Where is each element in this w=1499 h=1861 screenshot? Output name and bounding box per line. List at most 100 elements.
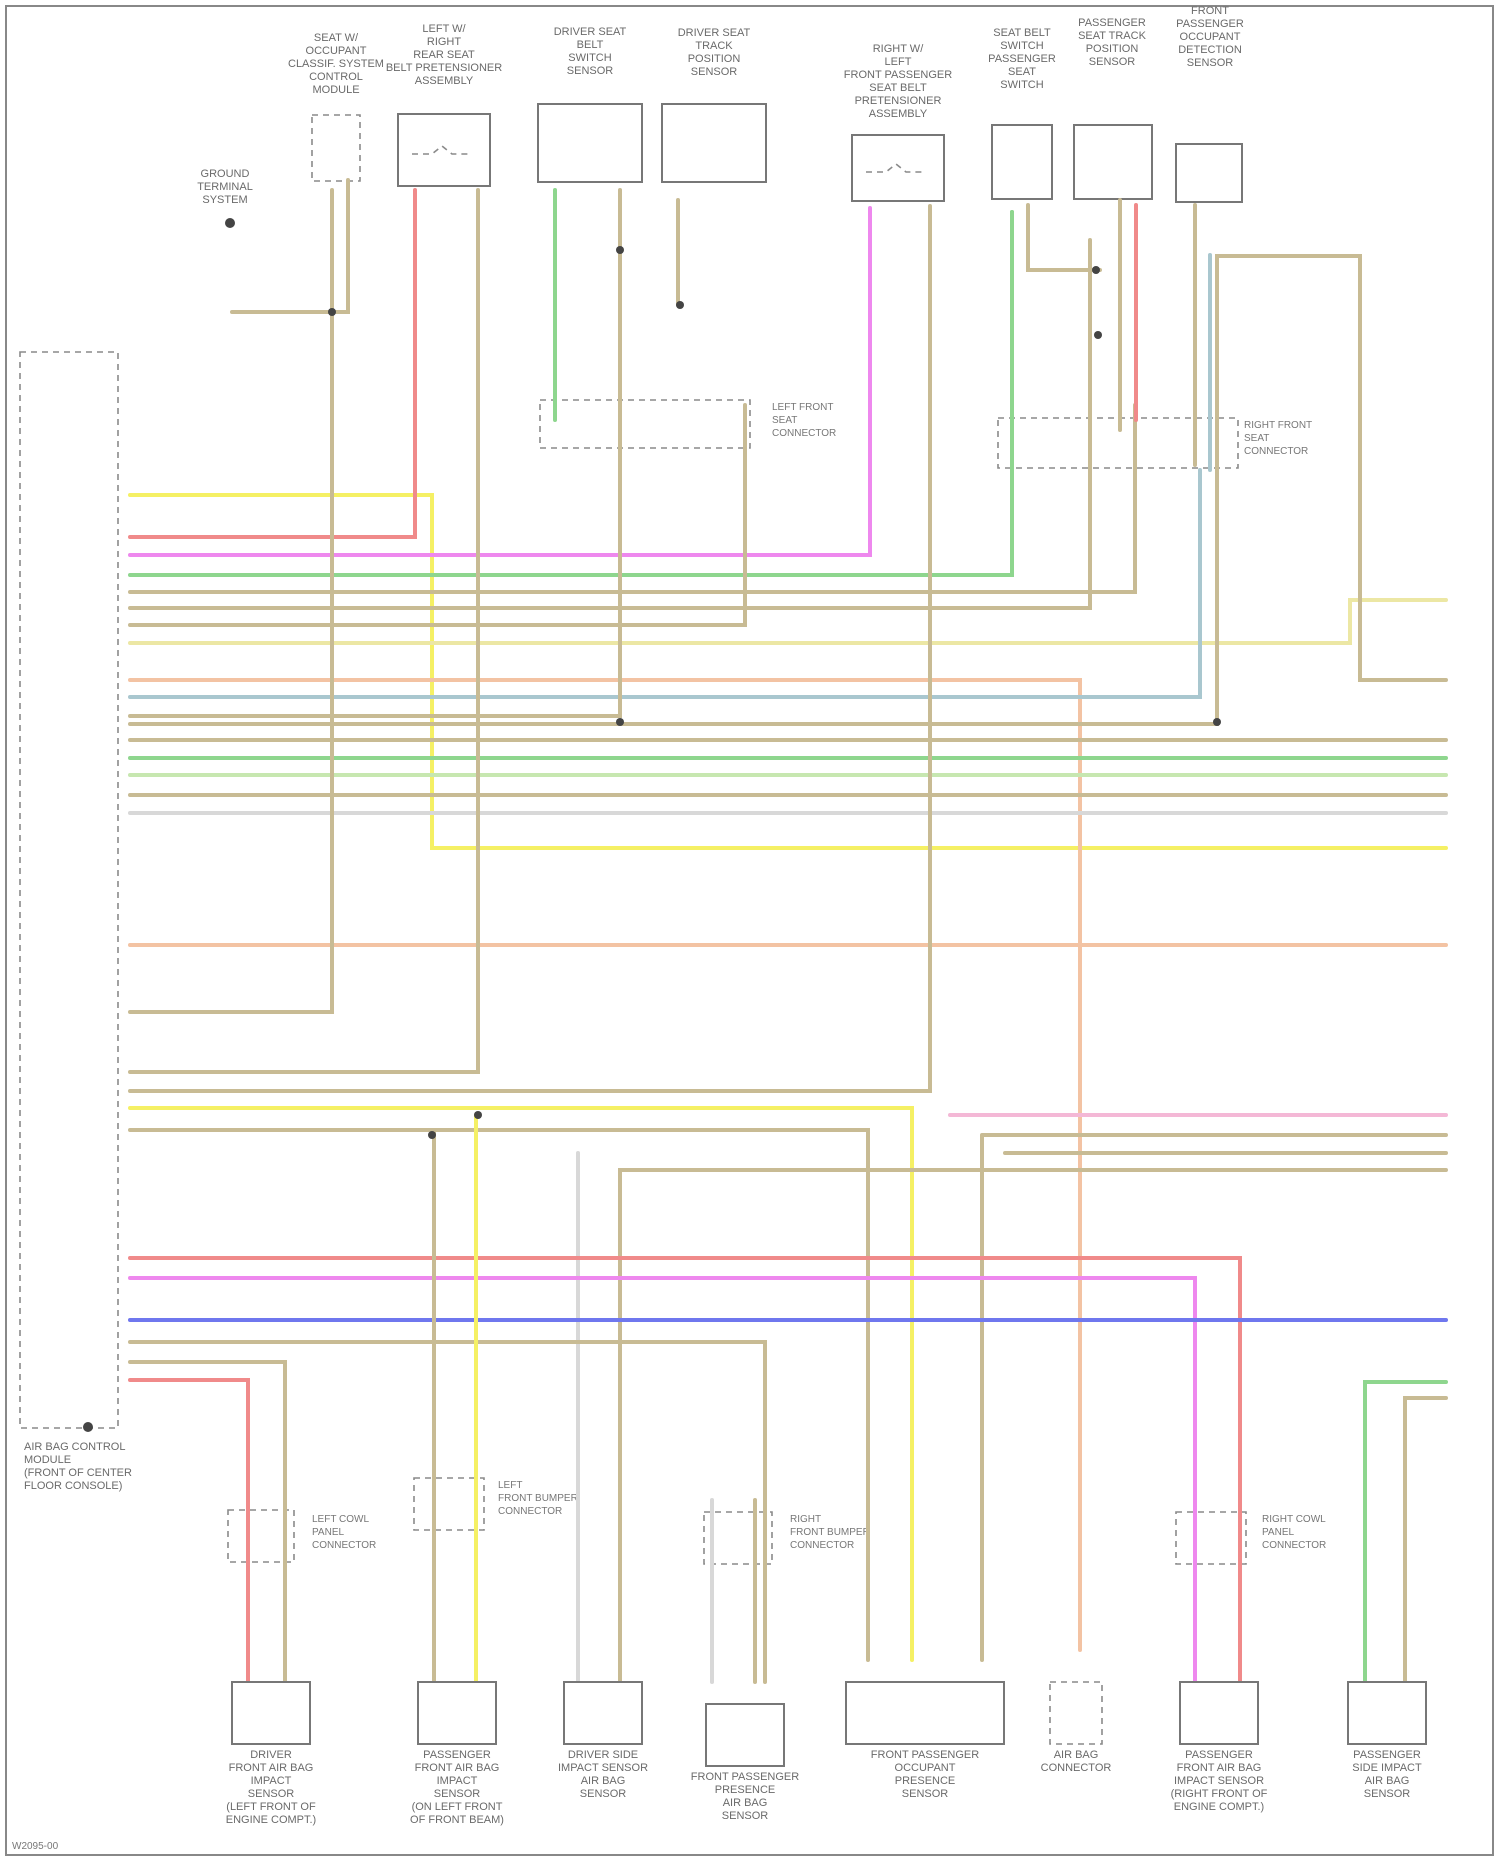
label-line: PANEL [1262, 1527, 1294, 1538]
label-line: (ON LEFT FRONT [412, 1801, 503, 1813]
label-line: SEAT BELT [993, 27, 1051, 39]
component-conn: AIR BAGCONNECTOR [1041, 1682, 1112, 1774]
label-line: POSITION [1086, 43, 1139, 55]
label-line: ASSEMBLY [869, 108, 928, 120]
label-line: ENGINE COMPT.) [1174, 1801, 1264, 1813]
wire-tan-10 [130, 190, 620, 716]
label-line: RIGHT [427, 36, 462, 48]
label-line: OF FRONT BEAM) [410, 1814, 504, 1826]
component-label: FRONTPASSENGEROCCUPANTDETECTIONSENSOR [1176, 5, 1244, 69]
label-line: AIR BAG [723, 1797, 768, 1809]
label-line: FRONT PASSENGER [844, 69, 952, 81]
module-outline [20, 352, 118, 1428]
label-line: PRETENSIONER [855, 95, 942, 107]
label-line: CONNECTOR [1041, 1762, 1112, 1774]
label-line: CONNECTOR [498, 1506, 562, 1517]
component-box [846, 1682, 1004, 1744]
label-line: SWITCH [1000, 79, 1043, 91]
splice-dot-0 [616, 718, 624, 726]
label-line: DRIVER [250, 1749, 292, 1761]
connector-label: RIGHT COWLPANELCONNECTOR [1262, 1514, 1326, 1551]
label-line: CONNECTOR [790, 1540, 854, 1551]
label-line: SEAT [1008, 66, 1036, 78]
component-label: PASSENGERFRONT AIR BAGIMPACTSENSOR(ON LE… [410, 1749, 504, 1826]
label-line: RIGHT FRONT [1244, 420, 1312, 431]
wire-tan-5 [130, 240, 1090, 608]
label-line: PASSENGER [1353, 1749, 1421, 1761]
component-label: DRIVER SEATBELTSWITCHSENSOR [554, 26, 627, 77]
wire-tan-20 [130, 206, 930, 1091]
label-line: SENSOR [567, 65, 614, 77]
splice-dot-3 [474, 1111, 482, 1119]
label-line: SENSOR [580, 1788, 627, 1800]
label-line: ASSEMBLY [415, 75, 474, 87]
label-line: SENSOR [434, 1788, 481, 1800]
label-line: PRESENCE [895, 1775, 956, 1787]
label-line: OCCUPANT [306, 45, 367, 57]
component-box [398, 114, 490, 186]
label-line: IMPACT SENSOR [1174, 1775, 1264, 1787]
wire-red-1 [130, 190, 415, 537]
label-line: BELT PRETENSIONER [386, 62, 502, 74]
label-line: SENSOR [1089, 56, 1136, 68]
label-line: MODULE [312, 84, 359, 96]
label-line: AIR BAG [1365, 1775, 1410, 1787]
label-line: (RIGHT FRONT OF [1171, 1788, 1268, 1800]
label-line: SIDE IMPACT [1352, 1762, 1422, 1774]
label-line: FLOOR CONSOLE) [24, 1480, 122, 1492]
label-line: BELT [577, 39, 604, 51]
label-line: SEAT W/ [314, 32, 359, 44]
splice-dot-7 [1094, 331, 1102, 339]
label-line: REAR SEAT [413, 49, 475, 61]
label-line: SENSOR [248, 1788, 295, 1800]
label-line: RIGHT COWL [1262, 1514, 1326, 1525]
component-rfi: PASSENGERFRONT AIR BAGIMPACT SENSOR(RIGH… [1171, 1682, 1268, 1813]
component-label: PASSENGERFRONT AIR BAGIMPACT SENSOR(RIGH… [1171, 1749, 1268, 1813]
label-line: MODULE [24, 1454, 71, 1466]
wire-tan-22 [130, 1130, 868, 1660]
label-line: CLASSIF. SYSTEM [288, 58, 384, 70]
wire-tan-27 [620, 1170, 1446, 1682]
left-front-seat-connector [540, 400, 750, 448]
connector-label: LEFTFRONT BUMPERCONNECTOR [498, 1480, 578, 1517]
label-line: DRIVER SEAT [678, 27, 751, 39]
label-line: LEFT W/ [422, 23, 466, 35]
label-line: RIGHT [790, 1514, 821, 1525]
label-line: SENSOR [1364, 1788, 1411, 1800]
module-ground-icon [83, 1422, 93, 1432]
component-box [662, 104, 766, 182]
component-cfis: PASSENGERFRONT AIR BAGIMPACTSENSOR(ON LE… [410, 1682, 504, 1826]
right-cowl-connector [1176, 1512, 1246, 1564]
label-line: OCCUPANT [1180, 31, 1241, 43]
label-line: SEAT [772, 415, 797, 426]
label-line: FRONT AIR BAG [415, 1762, 500, 1774]
label-line: PASSENGER [1185, 1749, 1253, 1761]
label-line: FRONT [1191, 5, 1229, 17]
label-line: IMPACT [251, 1775, 292, 1787]
connector-label: LEFT FRONTSEATCONNECTOR [772, 402, 836, 439]
wire-red-33 [130, 1380, 248, 1682]
component-box [232, 1682, 310, 1744]
wire-tan-35 [1405, 1398, 1446, 1682]
label-line: ENGINE COMPT.) [226, 1814, 316, 1826]
label-line: SYSTEM [202, 194, 247, 206]
label-line: SENSOR [691, 66, 738, 78]
label-line: SWITCH [1000, 40, 1043, 52]
component-fpps: FRONT PASSENGERPRESENCEAIR BAGSENSOR [691, 1704, 799, 1822]
